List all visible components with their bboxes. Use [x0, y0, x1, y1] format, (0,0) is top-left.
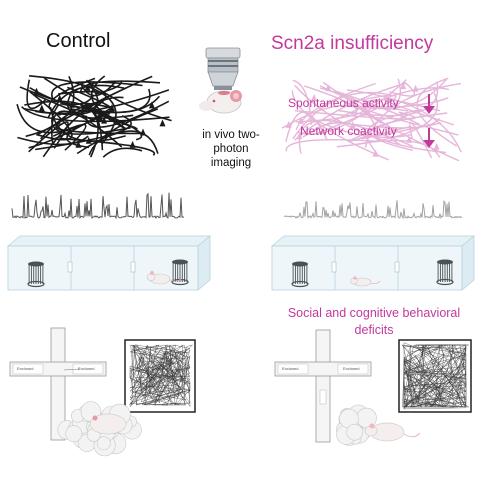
mouse-icon — [199, 90, 242, 114]
control-neuron-network — [16, 75, 172, 158]
control-open-field — [124, 339, 196, 413]
scn2a-plus-maze — [274, 329, 372, 443]
wire-cage-icon — [171, 259, 189, 286]
wire-cage-icon — [436, 259, 454, 286]
arrow-down-icon — [423, 128, 435, 148]
behavioral-deficits-label: Social and cognitive behavioral deficits — [287, 306, 461, 337]
scn2a-open-field — [398, 339, 472, 413]
control-plus-maze — [9, 327, 107, 441]
mouse-icon — [350, 276, 381, 287]
spontaneous-activity-label: Spontaneous activity — [288, 96, 399, 110]
mouse-icon — [146, 271, 183, 285]
arrow-down-icon — [423, 94, 435, 114]
scn2a-title: Scn2a insufficiency — [271, 33, 434, 54]
scn2a-calcium-trace — [283, 199, 463, 220]
wire-cage-icon — [27, 261, 45, 288]
mouse-icon — [89, 413, 127, 435]
maze-arm-label: Enclosed — [282, 366, 299, 371]
microscope-objective-icon — [205, 47, 241, 90]
control-calcium-trace — [11, 192, 185, 220]
maze-arm-label: Enclosed — [343, 366, 360, 371]
network-coactivity-label: Network coactivity — [300, 124, 397, 138]
imaging-label: in vivo two-photon imaging — [202, 129, 260, 169]
wire-cage-icon — [291, 261, 309, 288]
maze-arm-label: Enclosed — [17, 366, 34, 371]
mouse-icon — [364, 422, 421, 442]
control-title: Control — [46, 30, 111, 52]
maze-arm-label: Enclosed — [78, 366, 95, 371]
